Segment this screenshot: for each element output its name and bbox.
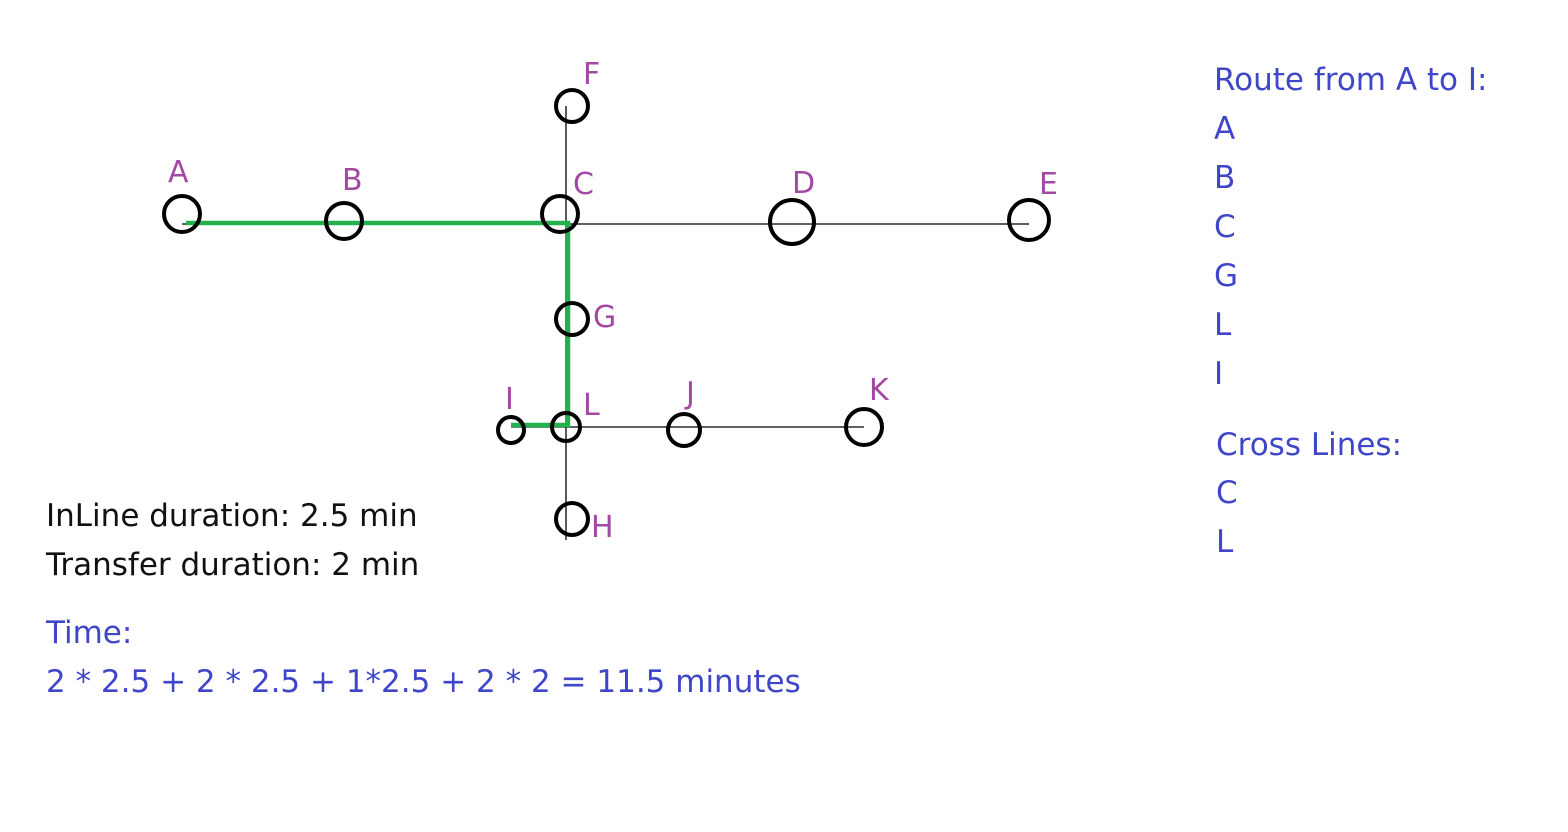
route-stop: G bbox=[1214, 258, 1239, 294]
stations bbox=[162, 88, 1051, 537]
station-k-node bbox=[844, 407, 884, 447]
station-b-label: B bbox=[342, 163, 363, 198]
station-e-label: E bbox=[1039, 167, 1058, 202]
cross-lines-list: C L bbox=[1216, 469, 1238, 567]
time-label: Time: bbox=[46, 615, 133, 651]
station-j-node bbox=[666, 412, 702, 448]
station-g-label: G bbox=[593, 300, 616, 335]
station-e-node bbox=[1007, 198, 1051, 242]
route-stop: L bbox=[1214, 307, 1232, 343]
highlighted-route bbox=[186, 220, 571, 428]
route-path bbox=[186, 220, 571, 428]
station-l-node bbox=[550, 411, 582, 443]
station-c-label: C bbox=[573, 167, 594, 202]
cross-line-stop: C bbox=[1216, 475, 1238, 511]
station-g-node bbox=[554, 301, 590, 337]
inline-duration-text: InLine duration: 2.5 min bbox=[46, 498, 418, 534]
station-h-label: H bbox=[591, 510, 614, 545]
route-stop: A bbox=[1214, 111, 1236, 147]
station-h-node bbox=[554, 501, 590, 537]
station-c-node bbox=[540, 194, 580, 234]
time-formula: 2 * 2.5 + 2 * 2.5 + 1*2.5 + 2 * 2 = 11.5… bbox=[46, 664, 801, 700]
route-stop: I bbox=[1214, 356, 1224, 392]
route-stop: C bbox=[1214, 209, 1236, 245]
station-k-label: K bbox=[869, 373, 890, 408]
station-d-node bbox=[768, 198, 816, 246]
station-b-node bbox=[324, 201, 364, 241]
station-d-label: D bbox=[792, 166, 815, 201]
station-i-label: I bbox=[505, 382, 514, 417]
transfer-duration-text: Transfer duration: 2 min bbox=[46, 547, 420, 583]
route-stop: B bbox=[1214, 160, 1236, 196]
station-a-node bbox=[162, 194, 202, 234]
station-j-label: J bbox=[684, 376, 695, 411]
station-i-node bbox=[496, 415, 526, 445]
station-f-label: F bbox=[583, 57, 600, 92]
station-labels: A B C D E F G H I J K L bbox=[168, 57, 1058, 545]
route-panel-title: Route from A to I: bbox=[1214, 62, 1488, 98]
station-f-node bbox=[554, 88, 590, 124]
route-stop-list: A B C G L I bbox=[1214, 105, 1238, 399]
station-a-label: A bbox=[168, 155, 189, 190]
station-l-label: L bbox=[583, 388, 600, 423]
cross-lines-title: Cross Lines: bbox=[1216, 427, 1403, 463]
cross-line-stop: L bbox=[1216, 524, 1234, 560]
